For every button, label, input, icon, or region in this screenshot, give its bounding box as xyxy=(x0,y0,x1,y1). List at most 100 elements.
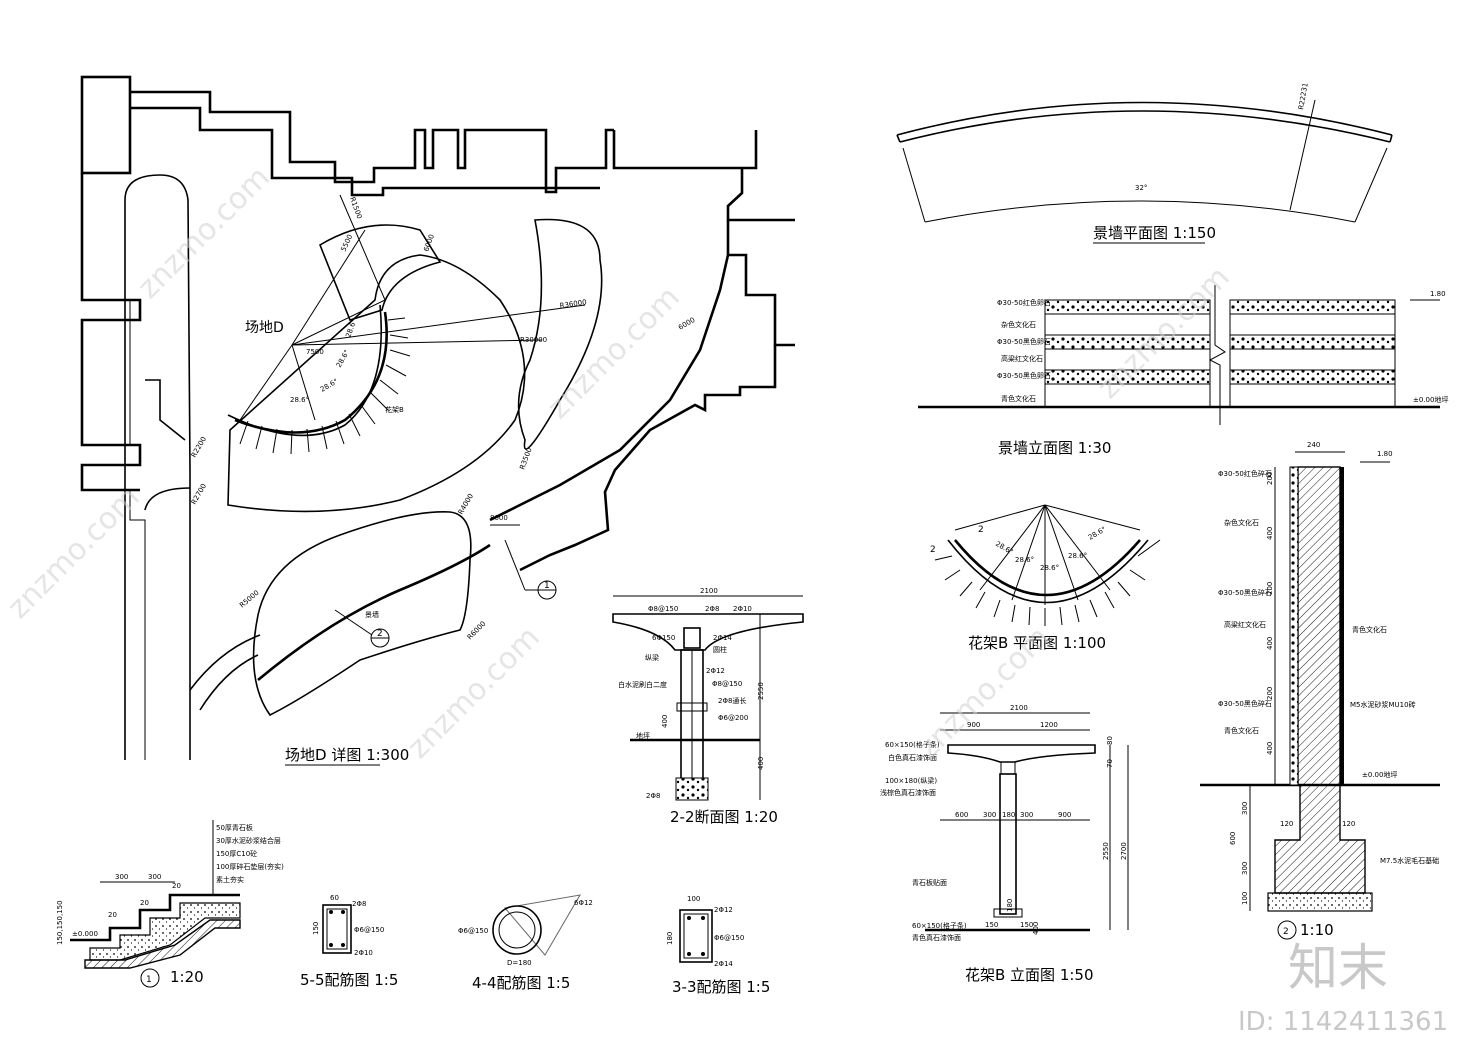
wall-label-4: 高粱红文化石 xyxy=(1001,354,1043,363)
r-label-2: R36000 xyxy=(559,298,587,310)
r33-1: 100 xyxy=(687,895,700,903)
sec-dim-4: 400 xyxy=(1266,637,1274,650)
s22-l7: 圆柱 xyxy=(713,645,727,654)
step-detail: 50厚青石板 30厚水泥砂浆结合层 150厚C10砼 100厚碎石垫层(夯实) … xyxy=(56,820,284,988)
r55-2: 2Φ8 xyxy=(352,900,366,908)
sec-dim-3: 200 xyxy=(1266,582,1274,595)
angle-4: 28.6° xyxy=(290,396,309,404)
step-dim-7: ±0.000 xyxy=(72,930,98,938)
foot-dim-1: 120 xyxy=(1280,820,1293,828)
sec-left-5: Φ30-50黑色碎石 xyxy=(1218,699,1272,708)
s22-l8: 2Φ12 xyxy=(706,667,725,675)
title-pergola-plan: 花架B 平面图 1:100 xyxy=(968,634,1106,652)
wall-radius: R22231 xyxy=(1297,82,1310,110)
pp-angle-2: 28.6° xyxy=(1015,556,1034,564)
r-label-8: R5000 xyxy=(238,589,261,610)
wall-elevation: 1.80 ±0.00地坪 Φ30-50红色卵石 杂色文化石 Φ30-50黑色卵石… xyxy=(918,285,1448,457)
step-layer-5: 素土夯实 xyxy=(216,875,244,884)
pp-angle-5: 28.6° xyxy=(1087,525,1108,541)
s22-base2: 400 xyxy=(661,715,669,728)
sec-dim-2: 400 xyxy=(1266,527,1274,540)
detail-2-scale: 1:10 xyxy=(1300,921,1334,939)
r-label-1: R1500 xyxy=(348,196,363,220)
pe-l5: 青石板贴面 xyxy=(912,878,947,887)
dim-3: 7500 xyxy=(306,348,324,356)
pe-mid-3: 180 xyxy=(1002,811,1015,819)
pe-h7: 150 xyxy=(985,921,998,929)
foot-dim-4: 600 xyxy=(1229,832,1237,845)
sec-left-2: 杂色文化石 xyxy=(1224,518,1259,527)
marker-1: 1 xyxy=(544,581,550,591)
sec-left-3: Φ30-50黑色碎石 xyxy=(1218,588,1272,597)
foot-dim-2: 120 xyxy=(1342,820,1355,828)
s22-base: 400 xyxy=(757,757,765,770)
callout-wall: 景墙 xyxy=(365,610,379,619)
site-d-plan: 场地D R1500 R36000 R30000 R2200 R2700 R350… xyxy=(80,75,795,766)
step-layer-2: 30厚水泥砂浆结合层 xyxy=(216,836,281,845)
r44-2: Φ6@150 xyxy=(458,927,488,935)
pp-mark-1: 2 xyxy=(930,545,936,555)
pergola-b-plan: 28.6° 28.6° 28.6° 28.6° 28.6° 2 2 花架B 平面… xyxy=(930,504,1161,652)
wall-label-5: Φ30-50黑色卵石 xyxy=(997,371,1051,380)
site-d-label: 场地D xyxy=(245,320,284,336)
wall-level-top: 1.80 xyxy=(1430,290,1446,298)
r44-1: 6Φ12 xyxy=(574,899,593,907)
r33-5: 180 xyxy=(666,932,674,945)
s22-l4: 6Φ150 xyxy=(652,634,675,642)
wall-label-3: Φ30-50黑色卵石 xyxy=(997,337,1051,346)
pe-mid-5: 900 xyxy=(1058,811,1071,819)
watermark-5: znzmo.com xyxy=(401,620,547,766)
s22-l13: 地坪 xyxy=(636,731,650,740)
pe-dim-1200: 1200 xyxy=(1040,721,1058,729)
s22-l12: Φ6@200 xyxy=(718,714,748,722)
foot-dim-5: 300 xyxy=(1241,862,1249,875)
pe-l4: 浅棕色真石漆饰面 xyxy=(880,788,936,797)
title-rebar-44: 4-4配筋图 1:5 xyxy=(472,974,570,992)
pe-l1: 60×150(格子条) xyxy=(885,740,940,749)
s22-l6: 纵梁 xyxy=(645,653,659,662)
pe-l7: 青色真石漆饰面 xyxy=(912,933,961,942)
marker-2: 2 xyxy=(377,629,383,639)
step-layer-4: 100厚碎石垫层(夯实) xyxy=(216,862,284,871)
s22-width: 2100 xyxy=(700,587,718,595)
pe-h6: 180 xyxy=(1006,899,1014,912)
step-layer-3: 150厚C10砼 xyxy=(216,849,257,858)
r44-3: D=180 xyxy=(507,959,532,967)
wall-label-2: 杂色文化石 xyxy=(1001,320,1036,329)
foot-dim-3: 300 xyxy=(1241,802,1249,815)
pergola-plan-ribs xyxy=(934,539,1161,626)
s22-l3: 2Φ10 xyxy=(733,605,752,613)
title-section-22: 2-2断面图 1:20 xyxy=(670,808,778,826)
step-layer-1: 50厚青石板 xyxy=(216,823,253,832)
title-wall-elev: 景墙立面图 1:30 xyxy=(998,439,1111,457)
foot-dim-6: 100 xyxy=(1241,892,1249,905)
title-rebar-33: 3-3配筋图 1:5 xyxy=(672,978,770,996)
step-scale: 1:20 xyxy=(170,968,204,986)
wall-angle: 32° xyxy=(1135,184,1147,192)
s22-l10: Φ8@150 xyxy=(712,680,742,688)
step-marker: 1 xyxy=(146,975,152,985)
pe-dim-900: 900 xyxy=(967,721,980,729)
r-label-3: R30000 xyxy=(520,336,547,344)
sec-right-1: 青色文化石 xyxy=(1352,625,1387,634)
r55-5: 150 xyxy=(312,922,320,935)
title-pergola-elev: 花架B 立面图 1:50 xyxy=(965,966,1094,984)
r55-3: Φ6@150 xyxy=(354,926,384,934)
callout-pergola: 花架B xyxy=(385,405,404,414)
wall-section: 240 1.80 Φ30-50红色碎石 杂色文化石 Φ30-50黑色碎石 高粱红… xyxy=(1200,441,1440,940)
title-site-d: 场地D 详图 1:300 xyxy=(285,746,409,764)
s22-l5: 2Φ14 xyxy=(713,634,732,642)
sec-dim-1: 200 xyxy=(1266,472,1274,485)
step-dim-6: 150,150,150 xyxy=(56,900,64,945)
r-label-9: R6000 xyxy=(466,620,488,642)
r-label-6: R3500 xyxy=(518,447,533,471)
step-dim-3: 20 xyxy=(172,882,181,890)
r-label-7: R4000 xyxy=(457,492,475,516)
s22-l9: 白水泥刷白二度 xyxy=(618,680,667,689)
pe-l6: 60×150(格子条) xyxy=(912,921,967,930)
pe-h3: 2550 xyxy=(1102,842,1110,860)
pe-h2: 70 xyxy=(1106,759,1114,768)
pp-mark-2: 2 xyxy=(978,525,984,535)
pe-h8: 150 xyxy=(1020,921,1033,929)
